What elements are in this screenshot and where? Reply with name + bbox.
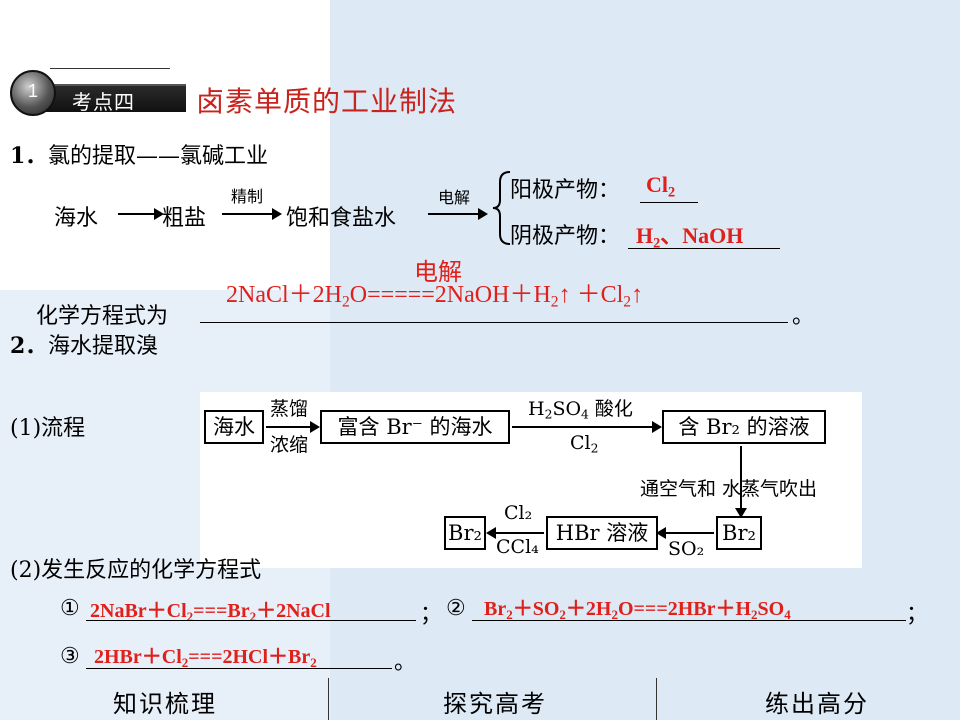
arrow-line-vertical [740,446,742,510]
nav-knowledge[interactable]: 知识梳理 [113,690,217,718]
cathode-answer: H2、NaOH [636,223,744,252]
flow-box-br2-solution: 含 Br₂ 的溶液 [662,410,826,444]
reaction1-blank [86,620,416,621]
reaction2-blank [472,620,906,621]
arrow-line [428,213,480,215]
equation-condition: 电解 [414,260,462,286]
arrow-head-icon [154,208,164,220]
reaction3-blank [86,668,392,669]
flow-seawater: 海水 [54,206,99,231]
equation-blank [200,322,788,323]
reaction3-equation: 2HBr＋Cl2===2HCl＋Br2 [94,646,317,670]
arrow-head-icon [310,421,320,433]
nav-divider [656,678,657,720]
bromine-flowchart: 海水 蒸馏 浓缩 富含 Br⁻ 的海水 H2SO4 酸化 Cl2 含 Br₂ 的… [200,392,862,568]
flow-box-rich-br: 富含 Br⁻ 的海水 [320,410,510,444]
badge-circle-icon: 1 [10,70,56,116]
arrow-head-icon [272,208,282,220]
arrow-line [494,532,544,534]
flow-cl2-label: Cl₂ [504,502,533,524]
flow-box-br2-final: Br₂ [444,516,486,550]
cathode-label: 阴极产物： [510,224,621,249]
nav-practice[interactable]: 练出高分 [765,690,869,718]
anode-answer-blank [640,202,698,203]
reaction1-sep: ； [420,602,443,627]
reaction3-end: 。 [394,650,417,675]
reaction-label: (2)发生反应的化学方程式 [10,558,262,583]
reaction1-equation: 2NaBr＋Cl2===Br2＋2NaCl [90,600,331,624]
flow-blow-label: 通空气和 水蒸气吹出 [640,478,818,500]
arrow-line [512,426,654,428]
arrow-head-left-icon [486,527,496,539]
section2-number: 2． [10,333,48,359]
badge-label: 考点四 [72,90,135,114]
arrow-line [664,532,714,534]
anode-answer: Cl2 [646,172,676,201]
reaction2-marker: ② [446,596,466,621]
arrow-head-left-icon [656,527,666,539]
arrow-line [118,213,156,215]
flow-distill-bottom: 浓缩 [270,434,309,456]
flow-ccl4-label: CCl₄ [496,536,539,558]
flow-box-seawater: 海水 [204,410,264,444]
brace-icon [492,171,511,245]
reaction3-marker: ③ [60,644,80,669]
equation-label: 化学方程式为 [36,304,169,329]
page-title: 卤素单质的工业制法 [196,85,458,118]
flow-so2-label: SO₂ [668,538,705,560]
process-label: (1)流程 [10,416,86,441]
flow-refine-label: 精制 [231,187,264,206]
arrow-line [222,213,274,215]
flow-acid-top: H2SO4 酸化 [528,398,633,422]
cathode-answer-blank [628,248,780,249]
flow-distill-top: 蒸馏 [270,398,309,420]
arrow-head-icon [652,421,662,433]
electrolysis-equation: 2NaCl＋2H2O=====2NaOH＋H2↑ ＋Cl2↑ [226,282,644,311]
section2-heading: 海水提取溴 [48,334,159,359]
section1-heading: 氯的提取——氯碱工业 [48,144,269,169]
flow-box-br2: Br₂ [716,516,762,550]
background-right [330,0,960,720]
arrow-line [266,426,312,428]
equation-end: 。 [792,304,815,329]
arrow-head-down-icon [735,508,747,518]
badge-number: 1 [28,81,39,101]
section-badge: 1 考点四 [10,68,190,118]
background-top-left [0,0,330,290]
badge-line [50,68,170,69]
anode-label: 阳极产物： [510,178,621,203]
nav-divider [328,678,329,720]
flow-crude-salt: 粗盐 [162,206,207,231]
flow-brine: 饱和食盐水 [286,206,397,231]
reaction2-sep: ； [906,602,929,627]
reaction2-equation: Br2＋SO2＋2H2O===2HBr＋H2SO4 [484,598,791,622]
arrow-head-icon [478,208,488,220]
flow-electrolysis-label: 电解 [438,188,471,207]
reaction1-marker: ① [60,596,80,621]
nav-exam[interactable]: 探究高考 [443,690,547,718]
flow-acid-bottom: Cl2 [570,432,599,456]
section1-number: 1． [10,143,48,169]
flow-box-hbr: HBr 溶液 [546,516,658,550]
